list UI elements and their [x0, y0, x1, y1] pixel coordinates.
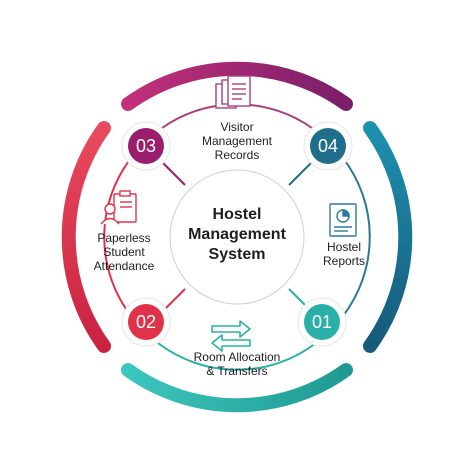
segment-room-label: Room Allocation & Transfers [172, 350, 302, 378]
center-title-line2: Management [188, 226, 286, 243]
badge-01: 01 [297, 297, 347, 347]
segment-visitor-line2: Management [201, 134, 273, 148]
inner-arc-room [157, 342, 317, 371]
segment-reports-label: Hostel Reports [308, 240, 380, 268]
segment-room-line2: & Transfers [206, 364, 268, 378]
badge-04-number: 04 [318, 136, 338, 156]
connector-02 [162, 288, 186, 312]
badge-01-number: 01 [312, 312, 332, 332]
badge-04: 04 [303, 121, 353, 171]
segment-room-line1: Room Allocation [193, 350, 281, 364]
connector-03 [162, 162, 186, 186]
badge-02: 02 [121, 297, 171, 347]
inner-arc-attendance [103, 157, 132, 317]
center-circle [169, 169, 305, 305]
clipboard-person-icon [100, 190, 137, 225]
connector-04 [288, 162, 312, 186]
segment-attendance-line3: Attendance [93, 259, 155, 273]
segment-reports-line1: Hostel [326, 240, 361, 254]
segment-reports-line2: Reports [322, 254, 366, 268]
inner-arc-reports [342, 157, 371, 317]
segment-attendance-label: Paperless Student Attendance [84, 231, 164, 273]
badge-03-number: 03 [136, 136, 156, 156]
outer-arc-visitor [121, 61, 353, 111]
segment-visitor-line1: Visitor [220, 120, 254, 134]
outer-arc-room [121, 363, 353, 413]
badge-02-number: 02 [136, 312, 156, 332]
center-title-line3: System [208, 246, 266, 263]
outer-arc-reports [363, 121, 413, 353]
segment-attendance-line2: Student [103, 245, 145, 259]
segment-attendance-line1: Paperless [97, 231, 151, 245]
segment-visitor-line3: Records [214, 148, 260, 162]
segment-visitor-label: Visitor Management Records [187, 120, 287, 162]
documents-icon [215, 75, 251, 109]
center-title: Hostel Management System [167, 205, 307, 265]
arrows-exchange-icon [211, 320, 251, 352]
report-chart-icon [329, 203, 357, 237]
badge-03: 03 [121, 121, 171, 171]
outer-arc-attendance [61, 121, 111, 353]
center-title-line1: Hostel [212, 206, 262, 223]
